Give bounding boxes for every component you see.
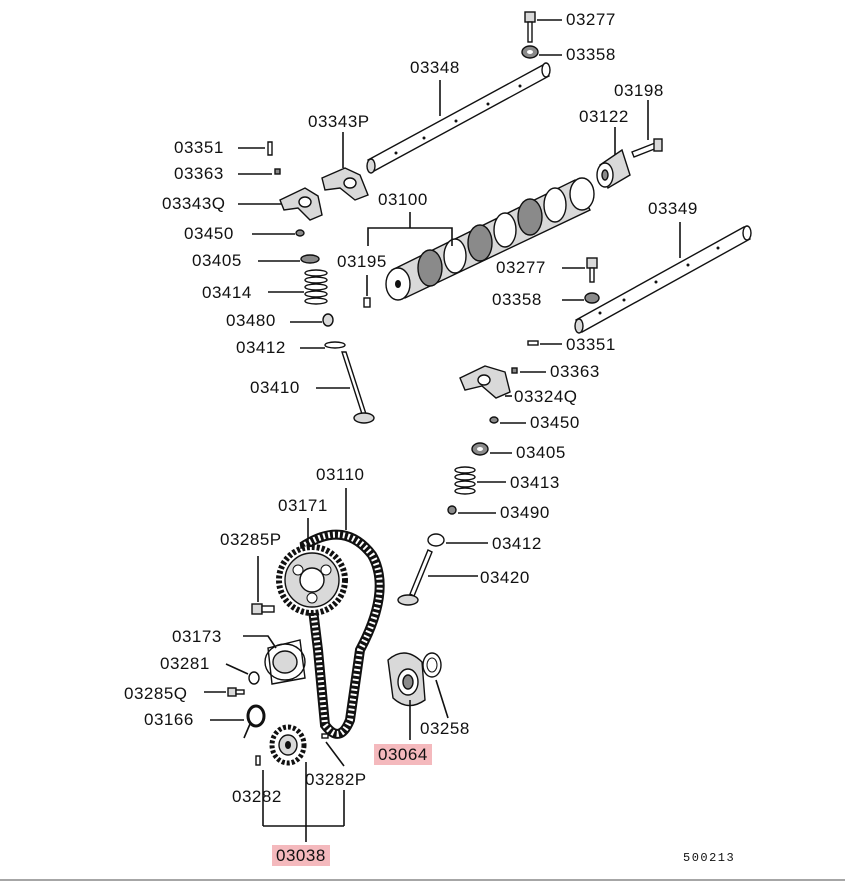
seat-03412-right[interactable] (427, 533, 445, 547)
bolt-03198[interactable] (631, 138, 663, 158)
pin-03351-right[interactable] (527, 340, 539, 346)
label-03363-left[interactable]: 03363 (174, 164, 224, 183)
label-03412-left[interactable]: 03412 (236, 338, 286, 357)
label-03281[interactable]: 03281 (160, 654, 210, 673)
rocker-arm-03343Q[interactable] (279, 187, 323, 221)
seat-03412-left[interactable] (324, 341, 346, 349)
spring-03414[interactable] (304, 269, 328, 305)
retainer-03405-left[interactable] (300, 254, 320, 264)
label-03195[interactable]: 03195 (337, 252, 387, 271)
adjuster-03450-left[interactable] (295, 229, 305, 237)
label-03166[interactable]: 03166 (144, 710, 194, 729)
bolt-03277-mid[interactable] (586, 257, 598, 283)
label-03358-top[interactable]: 03358 (566, 45, 616, 64)
adjuster-03450-right[interactable] (489, 416, 499, 424)
spring-03166[interactable] (243, 704, 266, 739)
label-03349[interactable]: 03349 (648, 199, 698, 218)
label-03277-top[interactable]: 03277 (566, 10, 616, 29)
key-03282P[interactable] (321, 733, 329, 739)
label-03100[interactable]: 03100 (378, 190, 428, 209)
label-03363-right[interactable]: 03363 (550, 362, 600, 381)
label-03412-right[interactable]: 03412 (492, 534, 542, 553)
label-03122[interactable]: 03122 (579, 107, 629, 126)
label-03324Q[interactable]: 03324Q (514, 387, 578, 406)
label-03351-left[interactable]: 03351 (174, 138, 224, 157)
retainer-03405-right[interactable] (471, 442, 489, 456)
label-03450-left[interactable]: 03450 (184, 224, 234, 243)
label-03277-mid[interactable]: 03277 (496, 258, 546, 277)
label-03282[interactable]: 03282 (232, 787, 282, 806)
rocker-arm-03324Q[interactable] (459, 365, 511, 399)
washer-03281[interactable] (248, 671, 260, 685)
key-03282[interactable] (255, 755, 261, 766)
label-03285Q[interactable]: 03285Q (124, 684, 188, 703)
label-03420[interactable]: 03420 (480, 568, 530, 587)
label-03258[interactable]: 03258 (420, 719, 470, 738)
bolt-03285Q[interactable] (227, 687, 245, 697)
rocker-shaft-03348[interactable] (366, 62, 551, 174)
crankshaft-sprocket-03038[interactable] (269, 724, 307, 766)
pin-03363-left[interactable] (274, 168, 281, 175)
rocker-shaft-03349[interactable] (574, 225, 752, 334)
label-03348[interactable]: 03348 (410, 58, 460, 77)
label-03110[interactable]: 03110 (316, 465, 365, 484)
label-03410[interactable]: 03410 (250, 378, 300, 397)
label-03038-highlighted[interactable]: 03038 (272, 845, 330, 866)
label-03171[interactable]: 03171 (278, 496, 328, 515)
camshaft-sprocket-03171[interactable] (276, 544, 348, 616)
bolt-03277-top[interactable] (524, 11, 536, 43)
label-03343P[interactable]: 03343P (308, 112, 370, 131)
diagram-code: 500213 (683, 851, 736, 865)
label-03405-right[interactable]: 03405 (516, 443, 566, 462)
label-03064-highlighted[interactable]: 03064 (374, 744, 432, 765)
camshaft-03100[interactable] (385, 177, 595, 301)
label-03450-right[interactable]: 03450 (530, 413, 580, 432)
timing-belt-03110[interactable] (299, 529, 385, 739)
pin-03363-right[interactable] (511, 367, 518, 374)
spring-03413[interactable] (454, 466, 476, 495)
seal-03490[interactable] (447, 505, 457, 515)
washer-03358-top[interactable] (521, 45, 539, 59)
bolt-03285P[interactable] (251, 603, 275, 615)
label-03173[interactable]: 03173 (172, 627, 222, 646)
label-03405-left[interactable]: 03405 (192, 251, 242, 270)
rocker-arm-03343P[interactable] (321, 167, 369, 201)
label-03480[interactable]: 03480 (226, 311, 276, 330)
label-03351-right[interactable]: 03351 (566, 335, 616, 354)
label-03285P[interactable]: 03285P (220, 530, 282, 549)
pin-03351-left[interactable] (267, 141, 273, 156)
label-03198[interactable]: 03198 (614, 81, 664, 100)
tensioner-03173[interactable] (264, 639, 306, 685)
thrust-case-03122[interactable] (596, 148, 631, 190)
label-03414[interactable]: 03414 (202, 283, 252, 302)
o-ring-03258[interactable] (422, 652, 442, 678)
label-03490[interactable]: 03490 (500, 503, 550, 522)
seal-03480[interactable] (322, 313, 334, 327)
pin-03195[interactable] (363, 297, 371, 308)
washer-03358-mid[interactable] (584, 292, 600, 304)
label-03413[interactable]: 03413 (510, 473, 560, 492)
label-03343Q[interactable]: 03343Q (162, 194, 226, 213)
valve-03410[interactable] (341, 351, 375, 424)
label-03282P[interactable]: 03282P (305, 770, 367, 789)
label-03358-mid[interactable]: 03358 (492, 290, 542, 309)
valve-03420[interactable] (397, 549, 433, 606)
oil-seal-group-03064[interactable] (387, 652, 426, 707)
